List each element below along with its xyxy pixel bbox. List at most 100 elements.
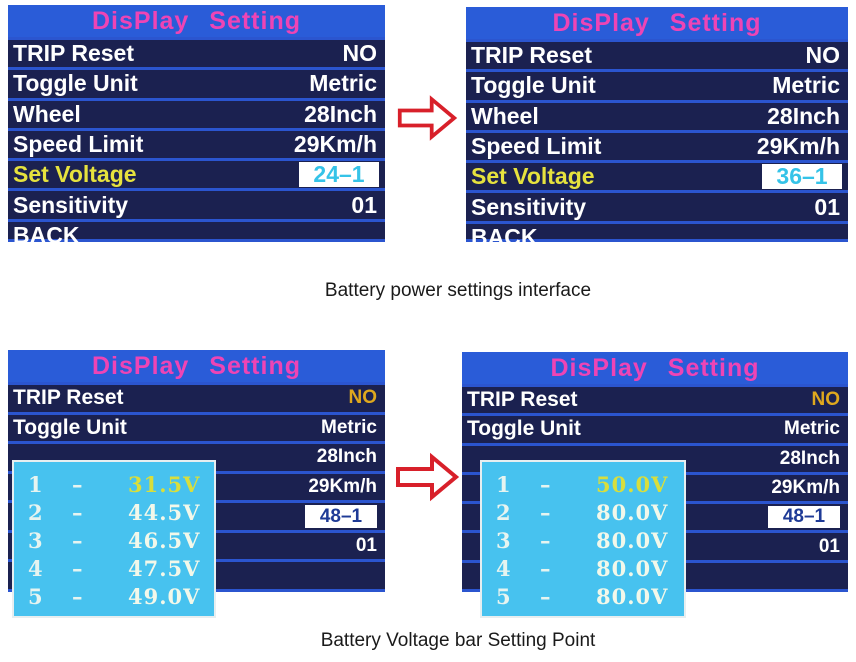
menu-row-wheel[interactable]: Wheel 28Inch bbox=[466, 99, 848, 130]
menu-row-wheel[interactable]: 28Inch bbox=[462, 442, 848, 472]
menu-label-selected: Set Voltage bbox=[471, 163, 595, 190]
menu-value: 29Km/h bbox=[771, 476, 840, 498]
dash-separator: – bbox=[72, 471, 84, 497]
bar-voltage: 49.0V bbox=[128, 583, 201, 609]
bar-index: 1 bbox=[28, 471, 44, 497]
menu-value: 28Inch bbox=[767, 102, 840, 129]
menu-value: 01 bbox=[814, 193, 840, 220]
menu-label: Toggle Unit bbox=[13, 415, 127, 439]
menu-value: 29Km/h bbox=[308, 476, 377, 498]
menu-row-toggle-unit[interactable]: Toggle Unit Metric bbox=[462, 413, 848, 442]
menu-label: Speed Limit bbox=[471, 132, 602, 159]
voltage-bar-row: 4 – 47.5V bbox=[14, 554, 214, 582]
bar-voltage: 47.5V bbox=[128, 555, 201, 581]
menu-value: NO bbox=[811, 389, 841, 411]
right-arrow-icon bbox=[396, 452, 460, 502]
bar-voltage: 44.5V bbox=[128, 499, 201, 525]
menu-value: Metric bbox=[309, 70, 377, 97]
bar-index: 5 bbox=[496, 583, 512, 609]
menu-rows: TRIP Reset NO Toggle Unit Metric Wheel 2… bbox=[466, 39, 848, 251]
voltage-bar-row: 1 – 50.0V bbox=[482, 470, 684, 498]
panel-title: DisPlay Setting bbox=[92, 351, 301, 380]
display-setting-screen-voltage-36: DisPlay Setting TRIP Reset NO Toggle Uni… bbox=[466, 7, 848, 250]
bar-index: 4 bbox=[496, 555, 512, 581]
bar-index: 2 bbox=[496, 499, 512, 525]
menu-row-sensitivity[interactable]: Sensitivity 01 bbox=[466, 190, 848, 220]
menu-rows: TRIP Reset NO Toggle Unit Metric Wheel 2… bbox=[8, 37, 385, 249]
menu-row-set-voltage[interactable]: Set Voltage 36–1 bbox=[466, 160, 848, 190]
voltage-value-box[interactable]: 48–1 bbox=[768, 506, 840, 529]
menu-row-back[interactable]: BACK bbox=[466, 220, 848, 251]
menu-value: NO bbox=[342, 40, 378, 67]
menu-rows: TRIP Reset NO Toggle Unit Metric 28Inch … bbox=[8, 382, 385, 618]
dash-separator: – bbox=[540, 555, 552, 581]
menu-value: 01 bbox=[818, 535, 840, 557]
voltage-value-box[interactable]: 36–1 bbox=[762, 163, 842, 190]
bar-index: 4 bbox=[28, 555, 44, 581]
voltage-bar-row: 4 – 80.0V bbox=[482, 554, 684, 582]
menu-row-trip-reset[interactable]: TRIP Reset NO bbox=[466, 39, 848, 69]
voltage-bar-row: 3 – 80.0V bbox=[482, 526, 684, 554]
voltage-bar-row: 2 – 44.5V bbox=[14, 498, 214, 526]
voltage-value-box[interactable]: 24–1 bbox=[299, 161, 379, 188]
menu-row-back[interactable]: BACK bbox=[8, 218, 385, 249]
voltage-bar-row: 1 – 31.5V bbox=[14, 470, 214, 498]
bar-voltage: 31.5V bbox=[128, 471, 201, 497]
menu-row-speed-limit[interactable]: Speed Limit 29Km/h bbox=[8, 127, 385, 158]
dash-separator: – bbox=[72, 499, 84, 525]
menu-value: 28Inch bbox=[316, 446, 377, 468]
menu-label: Toggle Unit bbox=[13, 70, 138, 97]
menu-value: 29Km/h bbox=[756, 132, 840, 159]
menu-value: 01 bbox=[351, 191, 377, 218]
voltage-bar-popup: 1 – 50.0V 2 – 80.0V 3 – 80.0V 4 – 80 bbox=[480, 460, 686, 618]
menu-row-speed-limit[interactable]: Speed Limit 29Km/h bbox=[466, 129, 848, 160]
bar-voltage: 80.0V bbox=[596, 499, 669, 525]
dash-separator: – bbox=[540, 499, 552, 525]
menu-row-toggle-unit[interactable]: Toggle Unit Metric bbox=[8, 67, 385, 97]
menu-row-trip-reset[interactable]: TRIP Reset NO bbox=[8, 382, 385, 412]
dash-separator: – bbox=[540, 527, 552, 553]
menu-row-wheel[interactable]: 28Inch bbox=[8, 441, 385, 471]
menu-label: TRIP Reset bbox=[467, 388, 578, 412]
menu-value: 29Km/h bbox=[293, 130, 377, 157]
menu-row-toggle-unit[interactable]: Toggle Unit Metric bbox=[8, 411, 385, 442]
panel-header: DisPlay Setting bbox=[8, 350, 385, 382]
menu-label: Sensitivity bbox=[471, 193, 587, 220]
menu-label: Wheel bbox=[471, 102, 539, 129]
menu-value: Metric bbox=[772, 72, 840, 99]
menu-label: Sensitivity bbox=[13, 191, 129, 218]
menu-row-trip-reset[interactable]: TRIP Reset NO bbox=[8, 37, 385, 67]
menu-label: TRIP Reset bbox=[13, 386, 124, 410]
bar-voltage: 80.0V bbox=[596, 583, 669, 609]
menu-row-set-voltage[interactable]: Set Voltage 24–1 bbox=[8, 158, 385, 188]
menu-row-trip-reset[interactable]: TRIP Reset NO bbox=[462, 384, 848, 413]
menu-value: NO bbox=[805, 42, 841, 69]
bar-index: 5 bbox=[28, 583, 44, 609]
menu-rows: TRIP Reset NO Toggle Unit Metric 28Inch … bbox=[462, 384, 848, 618]
voltage-bar-row: 2 – 80.0V bbox=[482, 498, 684, 526]
bar-index: 2 bbox=[28, 499, 44, 525]
menu-label-selected: Set Voltage bbox=[13, 161, 137, 188]
menu-row-wheel[interactable]: Wheel 28Inch bbox=[8, 97, 385, 128]
menu-value: Metric bbox=[321, 416, 377, 438]
dash-separator: – bbox=[72, 583, 84, 609]
dash-separator: – bbox=[72, 555, 84, 581]
menu-value: 28Inch bbox=[779, 447, 840, 469]
panel-title: DisPlay Setting bbox=[92, 6, 301, 35]
menu-label: Toggle Unit bbox=[471, 72, 596, 99]
menu-row-toggle-unit[interactable]: Toggle Unit Metric bbox=[466, 69, 848, 99]
menu-row-sensitivity[interactable]: Sensitivity 01 bbox=[8, 188, 385, 218]
bar-voltage: 80.0V bbox=[596, 527, 669, 553]
dash-separator: – bbox=[540, 583, 552, 609]
right-arrow-icon bbox=[397, 95, 458, 141]
dash-separator: – bbox=[72, 527, 84, 553]
figure-caption-battery-power: Battery power settings interface bbox=[324, 280, 592, 301]
bar-index: 3 bbox=[28, 527, 44, 553]
menu-label: BACK bbox=[471, 223, 538, 250]
voltage-value-box[interactable]: 48–1 bbox=[305, 505, 377, 528]
menu-label: Speed Limit bbox=[13, 130, 144, 157]
menu-label: TRIP Reset bbox=[13, 40, 135, 67]
menu-label: Toggle Unit bbox=[467, 417, 581, 441]
menu-label: Wheel bbox=[13, 100, 81, 127]
